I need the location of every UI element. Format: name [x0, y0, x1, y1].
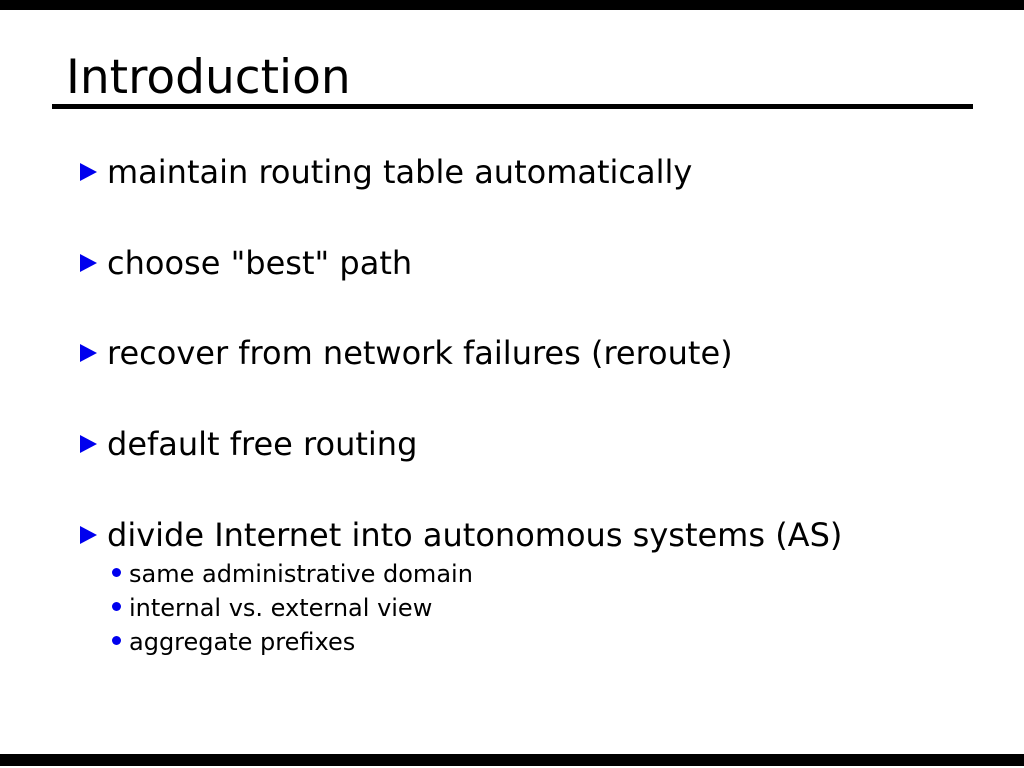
page-title: Introduction — [66, 50, 351, 105]
bullet-item: choose "best" path — [80, 243, 412, 283]
triangle-bullet-icon — [80, 435, 97, 453]
top-rule — [0, 0, 1024, 10]
bullet-label: maintain routing table automatically — [107, 153, 693, 191]
dot-bullet-icon — [112, 567, 121, 577]
bottom-rule — [0, 754, 1024, 766]
title-underline — [52, 104, 973, 109]
triangle-bullet-icon — [80, 526, 97, 544]
bullet-item: recover from network failures (reroute) — [80, 333, 733, 373]
triangle-bullet-icon — [80, 254, 97, 272]
dot-bullet-icon — [112, 601, 121, 611]
dot-bullet-icon — [112, 635, 121, 645]
sub-bullet-item: aggregate prefixes — [112, 626, 355, 658]
bullet-label: default free routing — [107, 425, 418, 463]
sub-bullet-label: aggregate prefixes — [129, 628, 356, 656]
bullet-label: divide Internet into autonomous systems … — [107, 516, 843, 554]
triangle-bullet-icon — [80, 163, 97, 181]
sub-bullet-label: internal vs. external view — [129, 594, 433, 622]
bullet-item: default free routing — [80, 424, 417, 464]
sub-bullet-item: same administrative domain — [112, 558, 473, 590]
sub-bullet-item: internal vs. external view — [112, 592, 432, 624]
bullet-label: recover from network failures (reroute) — [107, 334, 733, 372]
bullet-item: maintain routing table automatically — [80, 152, 692, 192]
triangle-bullet-icon — [80, 344, 97, 362]
sub-bullet-label: same administrative domain — [129, 560, 473, 588]
bullet-item: divide Internet into autonomous systems … — [80, 515, 842, 555]
bullet-label: choose "best" path — [107, 244, 413, 282]
